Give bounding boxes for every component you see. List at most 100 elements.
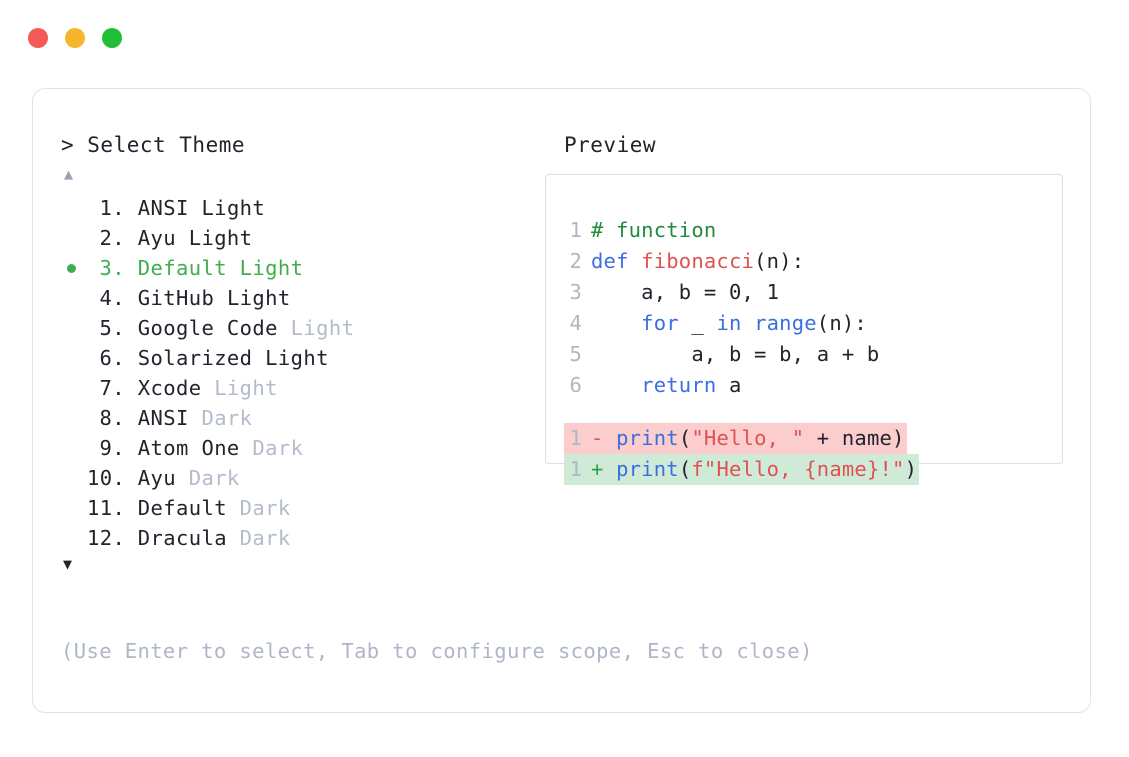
- code-token: [591, 311, 641, 335]
- code-line: 6 return a: [564, 370, 1056, 401]
- code-token: a, b = b, a + b: [591, 342, 880, 366]
- theme-item-number: 8.: [99, 406, 125, 430]
- theme-item-name: Ayu: [125, 466, 176, 490]
- keyboard-hint: (Use Enter to select, Tab to configure s…: [61, 639, 813, 663]
- theme-list-item[interactable]: 9. Atom One Dark: [61, 433, 531, 463]
- code-line-number: 2: [569, 249, 582, 273]
- theme-item-name: ANSI: [125, 406, 189, 430]
- code-line-number: 5: [569, 342, 582, 366]
- theme-item-number: 5.: [99, 316, 125, 340]
- code-line: 3 a, b = 0, 1: [564, 277, 1056, 308]
- theme-item-number: 9.: [99, 436, 125, 460]
- theme-item-name: ANSI: [125, 196, 189, 220]
- theme-item-name: Solarized: [125, 346, 253, 370]
- theme-item-variant: Dark: [226, 526, 291, 550]
- diff-line-wrapper: 1- print("Hello, " + name): [564, 423, 1056, 454]
- diff-marker: +: [591, 457, 617, 481]
- theme-item-variant: Light: [188, 196, 266, 220]
- theme-item-number: 1.: [99, 196, 125, 220]
- code-token: print: [616, 426, 679, 450]
- theme-item-variant: Dark: [239, 436, 304, 460]
- diff-line-number: 1: [569, 457, 582, 481]
- code-token: fibonacci: [641, 249, 755, 273]
- theme-item-variant: Light: [175, 226, 253, 250]
- code-token: # function: [591, 218, 717, 242]
- minimize-dot[interactable]: [65, 28, 85, 48]
- code-diff-spacer: [564, 401, 1056, 423]
- code-line-number: 1: [569, 218, 582, 242]
- maximize-dot[interactable]: [102, 28, 122, 48]
- diff-added-line: 1+ print(f"Hello, {name}!"): [564, 454, 920, 485]
- code-line-number: 6: [569, 373, 582, 397]
- theme-item-number: 3.: [99, 256, 125, 280]
- theme-list-item[interactable]: 3. Default Light: [61, 253, 531, 283]
- theme-item-name: Default: [125, 496, 227, 520]
- selected-bullet-icon: [67, 264, 76, 273]
- code-token: def: [591, 249, 642, 273]
- theme-item-number: 4.: [99, 286, 125, 310]
- theme-item-name: Ayu: [125, 226, 176, 250]
- theme-list-item[interactable]: 7. Xcode Light: [61, 373, 531, 403]
- code-token: (: [678, 457, 692, 481]
- theme-item-variant: Dark: [226, 496, 291, 520]
- theme-item-number: 6.: [99, 346, 125, 370]
- theme-item-number: 10.: [87, 466, 126, 490]
- code-token: (n):: [816, 311, 867, 335]
- theme-item-name: Xcode: [125, 376, 202, 400]
- theme-list-item[interactable]: 5. Google Code Light: [61, 313, 531, 343]
- code-token: print: [616, 457, 679, 481]
- theme-item-name: Google Code: [125, 316, 278, 340]
- code-line-number: 4: [569, 311, 582, 335]
- diff-removed-line: 1- print("Hello, " + name): [564, 423, 907, 454]
- code-line: 1 # function: [564, 215, 1056, 246]
- theme-item-variant: Light: [277, 316, 355, 340]
- page-title: > Select Theme: [61, 133, 246, 157]
- diff-line-number: 1: [569, 426, 582, 450]
- theme-list-item[interactable]: 6. Solarized Light: [61, 343, 531, 373]
- preview-title: Preview: [564, 133, 657, 157]
- close-dot[interactable]: [28, 28, 48, 48]
- code-line-number: 3: [569, 280, 582, 304]
- code-token: "Hello, ": [691, 426, 805, 450]
- theme-item-number: 2.: [99, 226, 125, 250]
- code-token: in range: [716, 311, 817, 335]
- theme-item-number: 11.: [87, 496, 126, 520]
- code-token: + name): [804, 426, 905, 450]
- diff-line-wrapper: 1+ print(f"Hello, {name}!"): [564, 454, 1056, 485]
- window-titlebar: [28, 28, 122, 48]
- code-token: _: [678, 311, 717, 335]
- theme-item-variant: Light: [252, 346, 329, 370]
- theme-list-item[interactable]: 1. ANSI Light: [61, 193, 531, 223]
- theme-item-number: 12.: [87, 526, 126, 550]
- theme-list-item[interactable]: 12. Dracula Dark: [61, 523, 531, 553]
- theme-list-item[interactable]: 8. ANSI Dark: [61, 403, 531, 433]
- theme-item-variant: Light: [226, 256, 304, 280]
- theme-item-name: Dracula: [125, 526, 227, 550]
- diff-marker: -: [591, 426, 617, 450]
- theme-item-number: 7.: [99, 376, 125, 400]
- theme-list-item[interactable]: 11. Default Dark: [61, 493, 531, 523]
- theme-item-variant: Light: [201, 376, 278, 400]
- code-token: f"Hello, {name}!": [691, 457, 905, 481]
- code-token: a, b = 0, 1: [591, 280, 780, 304]
- code-token: a: [716, 373, 742, 397]
- code-line: 4 for _ in range(n):: [564, 308, 1056, 339]
- theme-item-name: GitHub: [125, 286, 215, 310]
- theme-item-name: Default: [125, 256, 227, 280]
- theme-item-variant: Dark: [175, 466, 240, 490]
- code-token: (n):: [754, 249, 805, 273]
- panel-header: > Select Theme Preview: [61, 133, 1061, 159]
- theme-item-variant: Light: [214, 286, 291, 310]
- theme-list-item[interactable]: 4. GitHub Light: [61, 283, 531, 313]
- theme-list-item[interactable]: 10. Ayu Dark: [61, 463, 531, 493]
- scroll-up-icon[interactable]: ▲: [64, 165, 74, 183]
- theme-list-item[interactable]: 2. Ayu Light: [61, 223, 531, 253]
- code-token: return: [641, 373, 717, 397]
- scroll-down-icon[interactable]: ▼: [63, 555, 73, 573]
- code-token: [591, 373, 641, 397]
